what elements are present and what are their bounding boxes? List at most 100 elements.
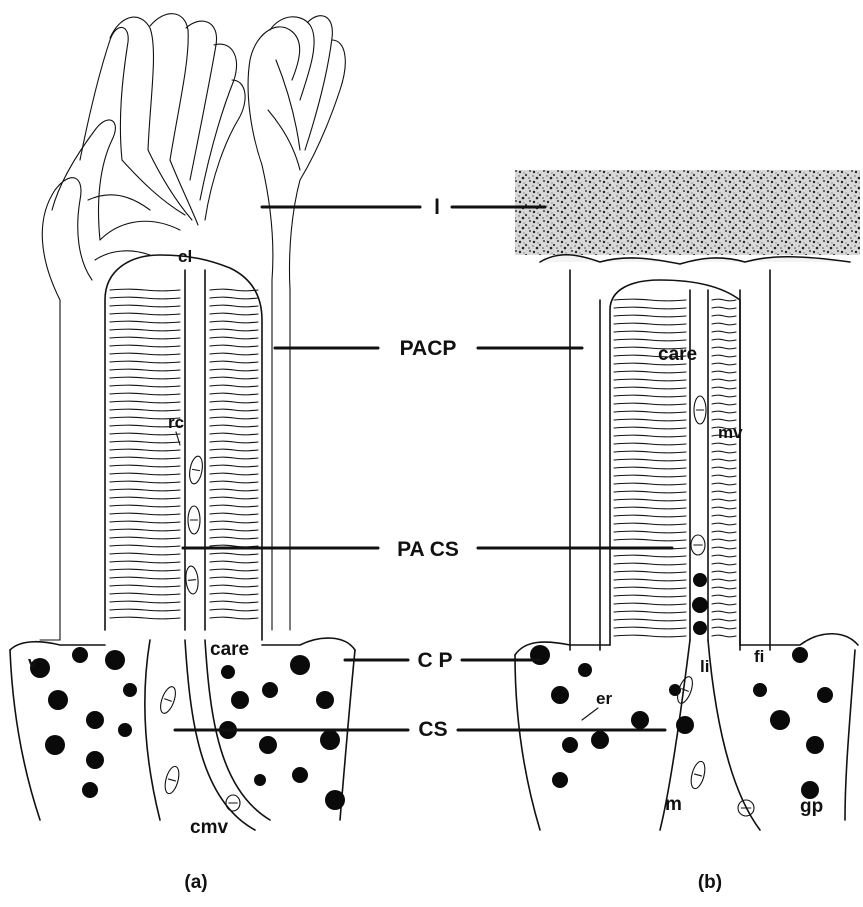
microvillus-line [210, 497, 258, 499]
panel-b-mucus-layer [515, 170, 860, 255]
microvillus-line [210, 489, 258, 491]
microvillus-line [110, 361, 180, 363]
microvillus-line [712, 531, 736, 533]
microvillus-line [110, 313, 180, 315]
microvillus-line [210, 385, 258, 387]
microvillus-line [614, 555, 686, 557]
microvillus-line [210, 377, 258, 379]
microvillus-line [110, 289, 180, 291]
microvillus-line [110, 345, 180, 347]
microvillus-line [712, 339, 736, 341]
label-b-gp: gp [800, 796, 823, 817]
microvillus-line [614, 539, 686, 541]
label-b-er: er [596, 689, 612, 708]
granule [631, 711, 649, 729]
granule [105, 650, 125, 670]
label-b-li: li [700, 657, 709, 676]
microvillus-line [210, 369, 258, 371]
panel-b-receptor-column [610, 280, 740, 645]
microvillus-line [210, 521, 258, 523]
granule [86, 711, 104, 729]
microvillus-line [614, 387, 686, 389]
label-cp: C P [417, 649, 452, 672]
microvillus-line [210, 393, 258, 395]
microvillus-line [210, 297, 258, 299]
microvillus-line [110, 441, 180, 443]
microvillus-line [110, 385, 180, 387]
microvillus-line [210, 449, 258, 451]
microvillus-line [110, 585, 180, 587]
microvillus-line [614, 339, 686, 341]
microvillus-line [614, 579, 686, 581]
microvillus-line [110, 513, 180, 515]
microvillus-line [712, 587, 736, 589]
microvillus-line [210, 553, 258, 555]
label-a-cmv: cmv [190, 817, 228, 838]
microvillus-line [712, 491, 736, 493]
microvillus-line [210, 409, 258, 411]
granule [591, 731, 609, 749]
microvillus-line [614, 467, 686, 469]
granule [72, 647, 88, 663]
microvillus-line [110, 521, 180, 523]
microvillus-line [712, 475, 736, 477]
panel-a-microvilli-left [110, 289, 180, 619]
microvillus-line [712, 411, 736, 413]
microvillus-line [110, 457, 180, 459]
microvillus-line [110, 545, 180, 547]
microvillus-line [210, 561, 258, 563]
microvillus-line [110, 409, 180, 411]
microvillus-line [210, 481, 258, 483]
microvillus-line [210, 417, 258, 419]
panel-a-mitochondria [158, 455, 240, 811]
microvillus-line [210, 313, 258, 315]
microvillus-line [712, 363, 736, 365]
microvillus-line [110, 449, 180, 451]
microvillus-line [614, 531, 686, 533]
microvillus-line [712, 627, 736, 629]
microvillus-line [210, 337, 258, 339]
microvillus-line [110, 617, 180, 619]
microvillus-line [712, 571, 736, 573]
microvillus-line [210, 473, 258, 475]
microvillus-line [614, 595, 686, 597]
label-cs: CS [418, 718, 447, 741]
granule [316, 691, 334, 709]
microvillus-line [210, 593, 258, 595]
microvillus-line [210, 361, 258, 363]
microvillus-line [110, 401, 180, 403]
microvillus-line [712, 619, 736, 621]
microvillus-line [110, 369, 180, 371]
microvillus-line [110, 561, 180, 563]
microvillus-line [210, 537, 258, 539]
microvillus-line [712, 347, 736, 349]
microvillus-line [210, 345, 258, 347]
microvillus-line [614, 515, 686, 517]
granule [770, 710, 790, 730]
microvillus-line [210, 609, 258, 611]
microvillus-line [210, 401, 258, 403]
granule [530, 645, 550, 665]
pointer-b-er [582, 708, 598, 720]
granule [578, 663, 592, 677]
microvillus-line [712, 547, 736, 549]
microvillus-line [614, 323, 686, 325]
microvillus-line [110, 537, 180, 539]
microvillus-line [712, 595, 736, 597]
microvillus-line [210, 353, 258, 355]
microvillus-line [712, 451, 736, 453]
granule [551, 686, 569, 704]
granule [676, 716, 694, 734]
microvillus-line [712, 403, 736, 405]
microvillus-line [614, 587, 686, 589]
microvillus-line [110, 473, 180, 475]
panel-a-microvilli-right [210, 289, 258, 619]
mitochondrion-crista [188, 580, 195, 581]
panel-b-microvilli-right [712, 299, 736, 637]
mitochondrion-crista [165, 699, 172, 701]
microvillus-line [614, 435, 686, 437]
microvillus-line [614, 403, 686, 405]
microvillus-line [712, 395, 736, 397]
granule [262, 682, 278, 698]
microvillus-line [614, 475, 686, 477]
